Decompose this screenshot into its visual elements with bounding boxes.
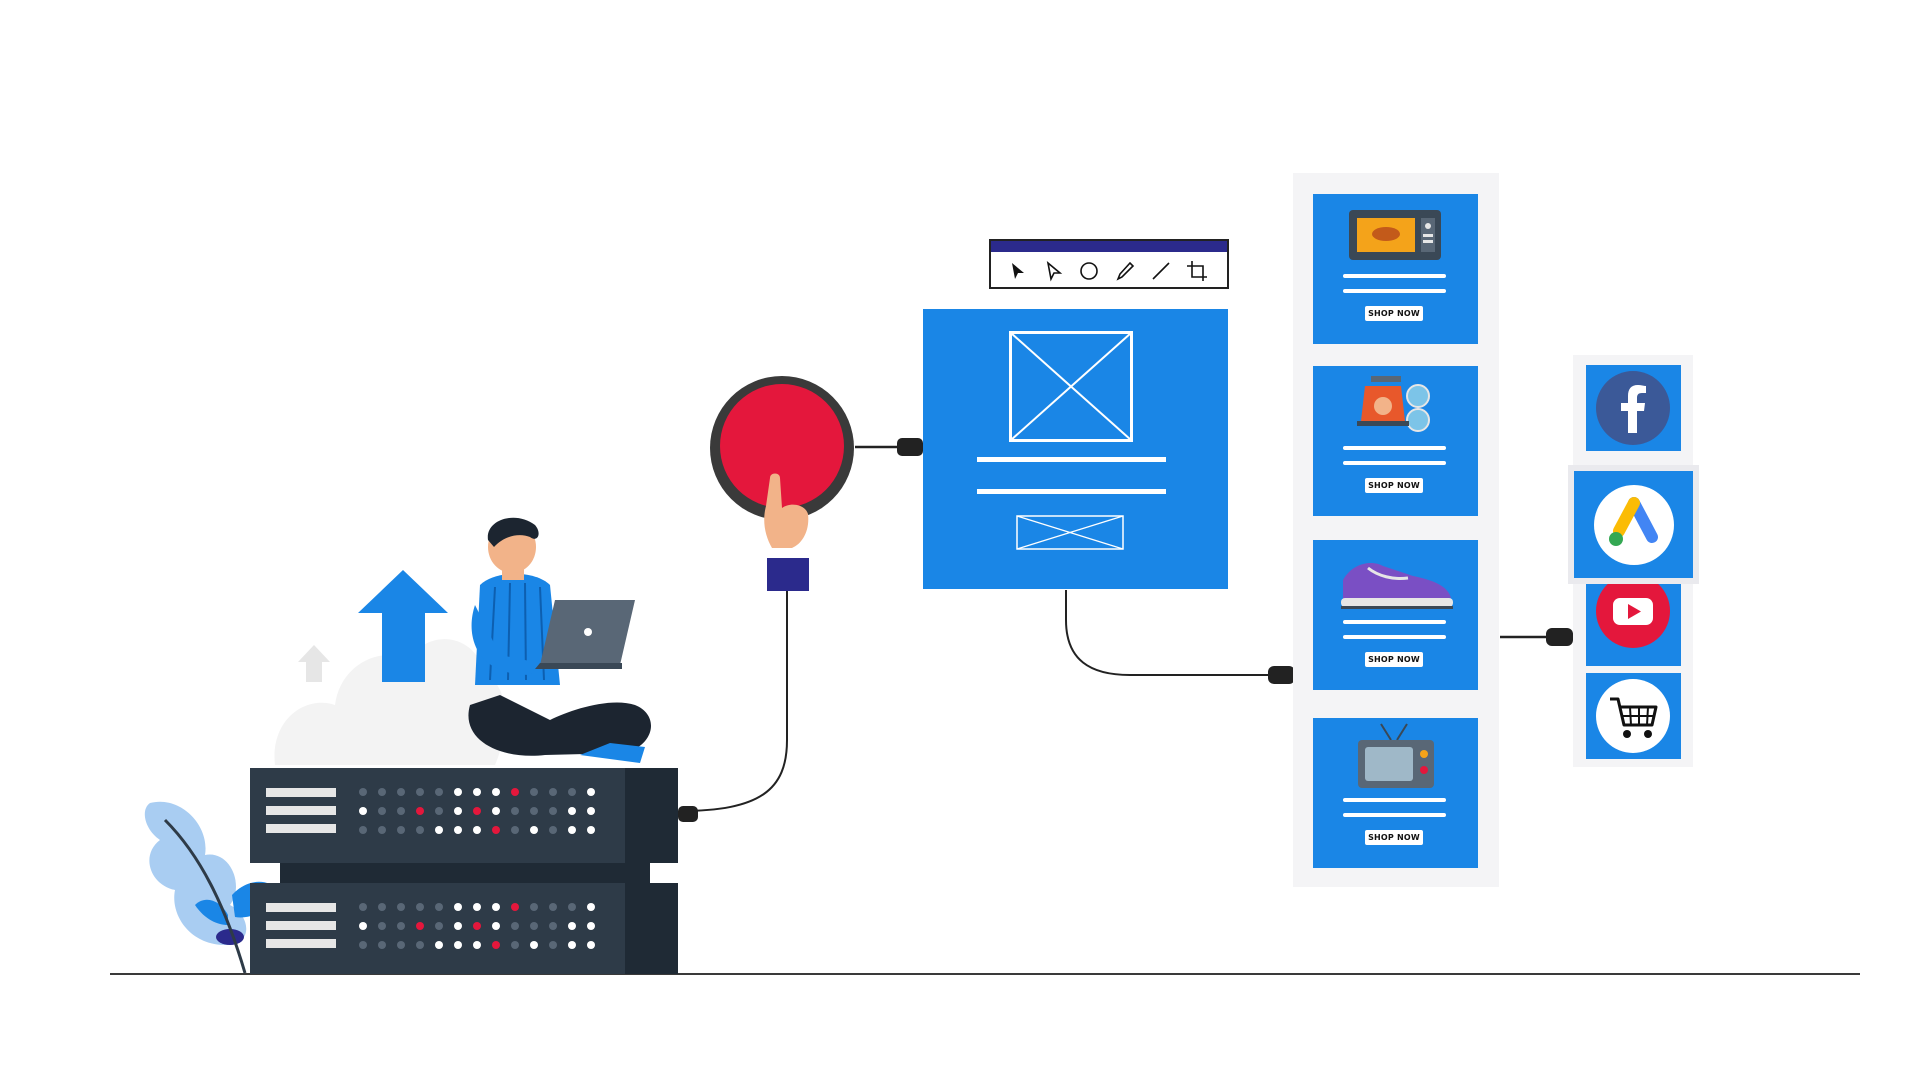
product-text-line xyxy=(1343,813,1446,817)
arrow-cursor-icon[interactable] xyxy=(1005,259,1029,283)
shop-now-button[interactable]: SHOP NOW xyxy=(1365,830,1423,845)
shopping-cart-icon xyxy=(1596,679,1670,753)
text-line-placeholder xyxy=(977,489,1166,494)
pencil-tool-icon[interactable] xyxy=(1113,259,1137,283)
cloud-upload xyxy=(274,570,506,765)
ad-platforms-panel xyxy=(1568,355,1699,767)
man-with-laptop xyxy=(468,517,652,763)
retro-tv-icon xyxy=(1358,723,1434,788)
line-tool-icon[interactable] xyxy=(1149,259,1173,283)
wireframe-canvas[interactable] xyxy=(923,309,1228,589)
product-text-line xyxy=(1343,461,1446,465)
button-placeholder-icon xyxy=(1016,515,1124,550)
meat-grinder-icon xyxy=(1357,376,1430,432)
platform-tile-facebook[interactable] xyxy=(1586,365,1681,451)
shop-now-button[interactable]: SHOP NOW xyxy=(1365,652,1423,667)
ground-line xyxy=(110,973,1860,975)
product-text-line xyxy=(1343,635,1446,639)
google-ads-icon xyxy=(1594,485,1674,565)
sneaker-icon xyxy=(1341,562,1453,609)
product-card-meat-grinder[interactable]: SHOP NOW xyxy=(1313,366,1478,516)
crop-tool-icon[interactable] xyxy=(1185,259,1209,283)
toolbar-titlebar xyxy=(991,241,1227,252)
platform-tile-google-ads-frame xyxy=(1568,465,1699,584)
youtube-icon xyxy=(1596,574,1670,648)
hollow-cursor-icon[interactable] xyxy=(1041,259,1065,283)
red-push-button xyxy=(710,376,854,591)
product-text-line xyxy=(1343,289,1446,293)
text-line-placeholder xyxy=(977,457,1166,462)
platform-tile-shopping[interactable] xyxy=(1586,673,1681,759)
editor-toolbar xyxy=(989,239,1229,289)
circle-tool-icon[interactable] xyxy=(1077,259,1101,283)
product-cards-panel: SHOP NOW SHOP NOW SHOP NOW xyxy=(1293,173,1499,887)
product-card-sneaker[interactable]: SHOP NOW xyxy=(1313,540,1478,690)
product-text-line xyxy=(1343,620,1446,624)
product-text-line xyxy=(1343,446,1446,450)
shop-now-button[interactable]: SHOP NOW xyxy=(1365,478,1423,493)
product-text-line xyxy=(1343,274,1446,278)
product-card-microwave[interactable]: SHOP NOW xyxy=(1313,194,1478,344)
facebook-icon xyxy=(1596,371,1670,445)
image-placeholder-icon xyxy=(1009,331,1133,442)
microwave-icon xyxy=(1349,210,1441,260)
upload-arrow-icon xyxy=(358,570,448,682)
small-upload-arrow-icon xyxy=(298,645,330,682)
product-card-tv[interactable]: SHOP NOW xyxy=(1313,718,1478,868)
product-text-line xyxy=(1343,798,1446,802)
shop-now-button[interactable]: SHOP NOW xyxy=(1365,306,1423,321)
server-rack xyxy=(250,768,698,974)
platform-tile-google-ads[interactable] xyxy=(1574,471,1693,578)
platform-tile-youtube[interactable] xyxy=(1586,574,1681,666)
